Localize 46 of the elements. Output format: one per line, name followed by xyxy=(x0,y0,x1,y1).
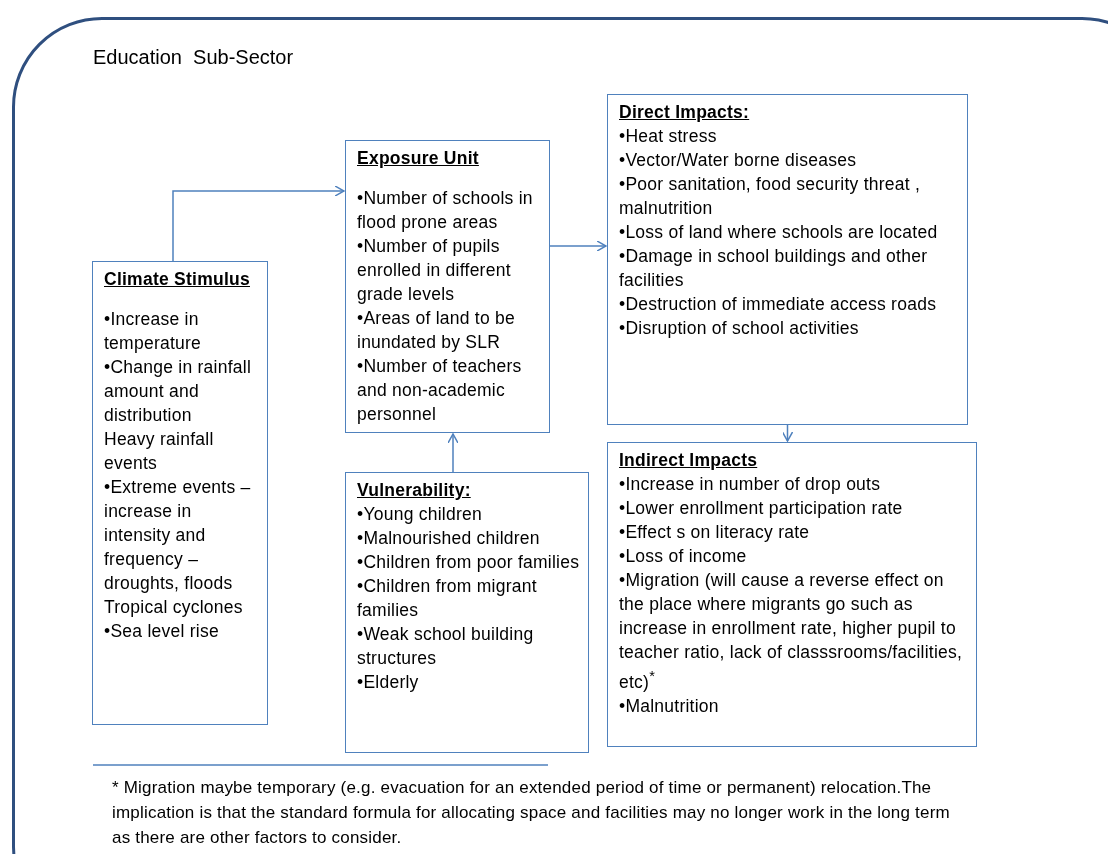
frame-label: Education Sub-Sector xyxy=(93,46,294,69)
arrow xyxy=(781,424,794,442)
bullet-item: •Malnourished children xyxy=(357,527,541,550)
bullet-item: Tropical cyclones xyxy=(104,596,244,619)
arrow xyxy=(172,185,345,262)
text-box xyxy=(92,261,268,725)
text-box xyxy=(607,94,968,425)
bullet-item: •Loss of income xyxy=(619,545,748,568)
box-heading: Direct Impacts: xyxy=(619,101,751,124)
bullet-item: •Disruption of school activities xyxy=(619,317,860,340)
bullet-item: •Areas of land to be inundated by SLR xyxy=(357,307,517,354)
box-heading: Climate Stimulus xyxy=(104,268,251,291)
bullet-item: •Migration (will cause a reverse effect on the place where migrants go such as increase in enrollment rate, higher pupil to teacher ratio, lack of classsrooms/facilities, etc)$^{*}$ xyxy=(619,569,964,694)
bullet-item: •Number of schools in flood prone areas xyxy=(357,187,534,234)
bullet-item: •Number of pupils enrolled in different grade levels xyxy=(357,235,512,306)
bullet-item: •Children from migrant families xyxy=(357,575,538,622)
footnote: * Migration maybe temporary (e.g. evacuation for an extended period of time or permanent) relocation.The implication is that the standard formula for allocating space and facilities may no longer work in the long term as there are other factors to consider. xyxy=(112,777,951,849)
bullet-item: •Heat stress xyxy=(619,125,718,148)
bullet-item: •Loss of land where schools are located xyxy=(619,221,939,244)
bullet-item: •Lower enrollment participation rate xyxy=(619,497,904,520)
text-box xyxy=(607,442,977,747)
bullet-item: •Number of teachers and non-academic personnel xyxy=(357,355,523,426)
arrow xyxy=(549,240,607,252)
text-box xyxy=(345,140,550,433)
bullet-item: •Change in rainfall amount and distribution xyxy=(104,356,253,427)
bullet-item: •Children from poor families xyxy=(357,551,581,574)
bullet-item: •Vector/Water borne diseases xyxy=(619,149,858,172)
box-heading: Exposure Unit xyxy=(357,147,480,170)
bullet-item: •Destruction of immediate access roads xyxy=(619,293,938,316)
arrow xyxy=(447,433,459,473)
box-heading: Vulnerability: xyxy=(357,479,472,502)
text-box xyxy=(345,472,589,753)
box-heading: Indirect Impacts xyxy=(619,449,759,472)
bullet-item: •Increase in number of drop outs xyxy=(619,473,882,496)
bullet-item: •Sea level rise xyxy=(104,620,220,643)
bullet-item: Heavy rainfall events xyxy=(104,428,215,475)
bullet-item: •Poor sanitation, food security threat , malnutrition xyxy=(619,173,922,220)
bullet-item: •Extreme events – increase in intensity and frequency – droughts, floods xyxy=(104,476,252,595)
bullet-item: •Damage in school buildings and other facilities xyxy=(619,245,929,292)
bullet-item: •Young children xyxy=(357,503,484,526)
bullet-item: •Malnutrition xyxy=(619,694,720,718)
bullet-item: •Increase in temperature xyxy=(104,308,203,355)
rounded-frame xyxy=(12,17,1108,854)
bullet-item: •Effect s on literacy rate xyxy=(619,521,811,544)
bullet-item: •Weak school building structures xyxy=(357,623,535,670)
bullet-item: •Elderly xyxy=(357,671,420,694)
